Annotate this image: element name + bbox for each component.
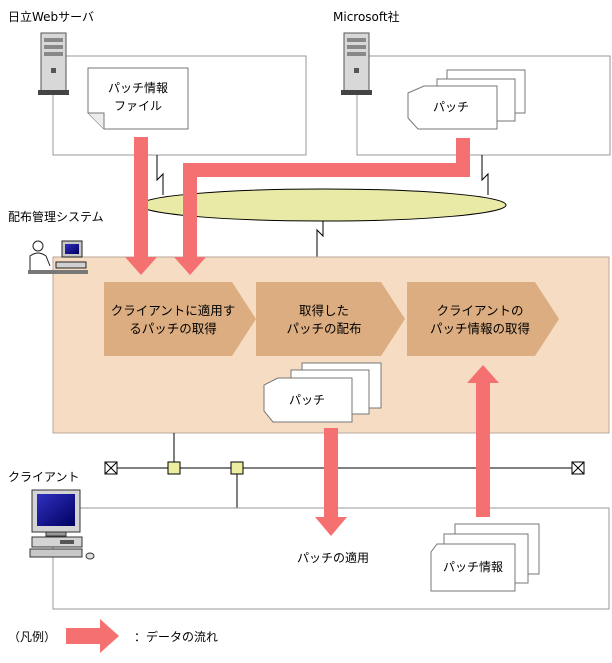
patch-apply-label: パッチの適用 xyxy=(297,550,369,565)
step-distribute-patches: 取得した パッチの配布 xyxy=(256,282,405,356)
step-1-line1: クライアントに適用す xyxy=(111,303,236,318)
patch-info-file-doc: パッチ情報 ファイル xyxy=(87,67,189,130)
step-3-line2: パッチ情報の取得 xyxy=(430,321,530,336)
server-icon xyxy=(38,32,69,95)
lan-bus xyxy=(104,433,585,508)
ms-patch-stack: パッチ xyxy=(407,69,526,130)
legend-arrow xyxy=(66,619,119,653)
dist-patch-stack: パッチ xyxy=(263,362,382,423)
microsoft-label: Microsoft社 xyxy=(333,9,400,24)
flow-arrow-client-info-to-system xyxy=(467,365,499,517)
client-pc-icon xyxy=(29,489,95,560)
server-icon xyxy=(341,32,372,95)
network-link xyxy=(156,155,164,195)
legend-prefix: （凡例） xyxy=(8,630,56,644)
step-get-patches: クライアントに適用す るパッチの取得 xyxy=(104,282,256,356)
flow-arrow-hitachi-to-system xyxy=(125,137,157,275)
step-2-line1: 取得した xyxy=(299,303,349,318)
step-2-line2: パッチの配布 xyxy=(286,321,361,336)
network-link xyxy=(316,220,324,257)
network-link xyxy=(481,155,489,195)
hitachi-server-label: 日立Webサーバ xyxy=(8,9,94,24)
patch-info-file-line2: ファイル xyxy=(114,99,162,113)
step-1-line2: るパッチの取得 xyxy=(129,321,217,336)
flow-arrow-microsoft-to-system xyxy=(174,138,470,275)
step-3-line1: クライアントの xyxy=(436,303,523,318)
admin-person-icon xyxy=(28,240,88,274)
dist-system-label: 配布管理システム xyxy=(8,209,104,224)
client-label: クライアント xyxy=(8,470,80,484)
step-get-client-patch-info: クライアントの パッチ情報の取得 xyxy=(407,282,559,356)
ms-patch-label: パッチ xyxy=(433,100,469,114)
flow-arrow-distribute-to-client xyxy=(315,428,347,536)
client-patch-info-label: パッチ情報 xyxy=(443,560,503,574)
patch-info-file-line1: パッチ情報 xyxy=(108,81,168,95)
legend-description: ：データの流れ xyxy=(134,629,218,644)
dist-patch-label: パッチ xyxy=(289,393,325,407)
client-patch-info-stack: パッチ情報 xyxy=(430,523,540,592)
